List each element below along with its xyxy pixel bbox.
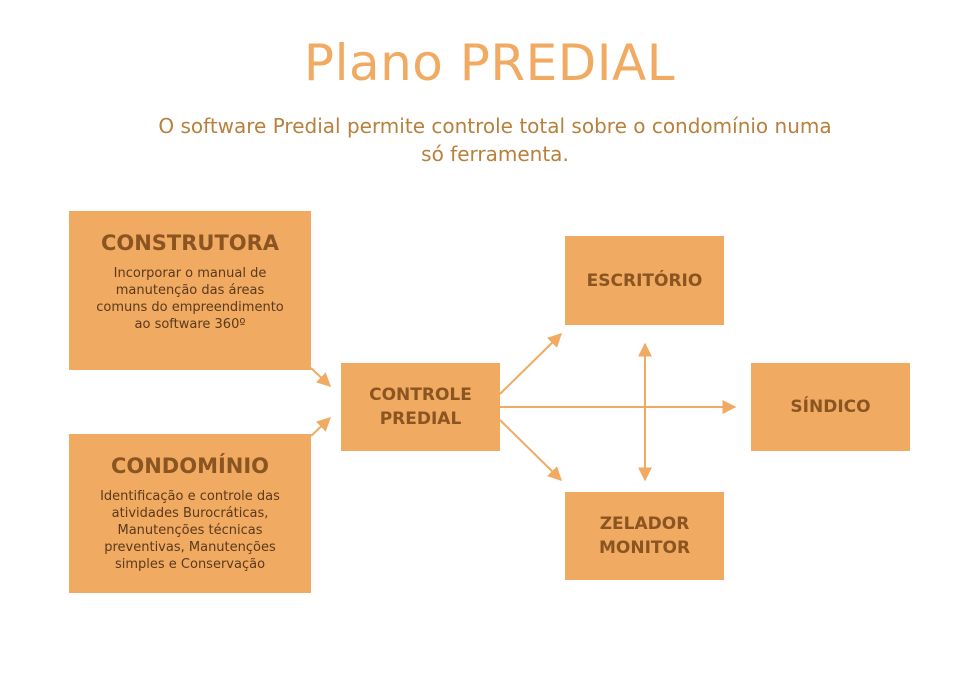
condominio-box: CONDOMÍNIO Identificação e controle das … xyxy=(69,434,311,593)
construtora-title: CONSTRUTORA xyxy=(100,231,280,255)
controle-predial-box: CONTROLE PREDIAL xyxy=(341,363,500,451)
escritorio-box: ESCRITÓRIO xyxy=(565,236,724,325)
arrow-controle-to-zelador xyxy=(499,419,562,481)
construtora-description: Incorporar o manual de manutenção das ár… xyxy=(96,266,284,332)
sindico-box: SÍNDICO xyxy=(751,363,910,451)
construtora-box: CONSTRUTORA Incorporar o manual de manut… xyxy=(69,211,311,370)
zelador-monitor-box: ZELADOR MONITOR xyxy=(565,492,724,580)
arrow-condominio-to-controle xyxy=(310,417,332,437)
zelador-monitor-label: ZELADOR MONITOR xyxy=(598,514,691,558)
arrow-controle-to-escritorio xyxy=(499,333,562,395)
controle-predial-label: CONTROLE PREDIAL xyxy=(369,385,472,429)
arrow-construtora-to-controle xyxy=(310,367,332,387)
page-subtitle: O software Predial permite controle tota… xyxy=(158,114,832,166)
condominio-description: Identificação e controle das atividades … xyxy=(100,489,280,572)
escritorio-label: ESCRITÓRIO xyxy=(586,270,703,291)
condominio-title: CONDOMÍNIO xyxy=(110,454,270,478)
page-title: Plano PREDIAL xyxy=(303,34,676,92)
sindico-label: SÍNDICO xyxy=(790,397,871,417)
